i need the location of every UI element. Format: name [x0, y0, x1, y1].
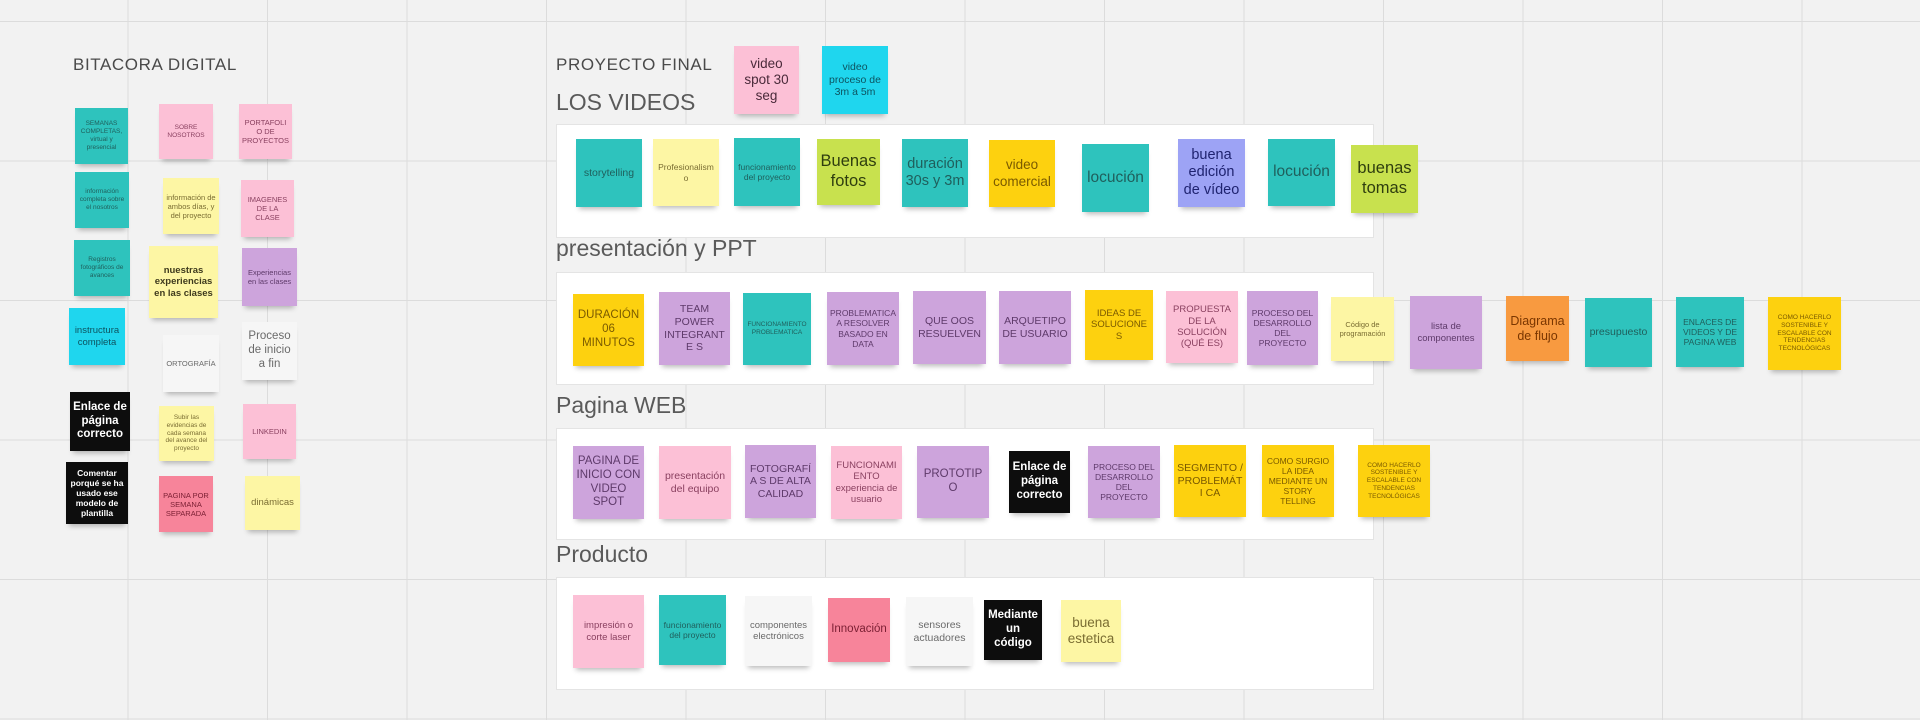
sticky-note[interactable]: PROBLEMATICA A RESOLVER BASADO EN DATA [827, 292, 899, 365]
sticky-note[interactable]: buenas tomas [1351, 145, 1418, 213]
sticky-note[interactable]: FOTOGRAFÍA S DE ALTA CALIDAD [745, 445, 816, 518]
sticky-note[interactable]: locución [1268, 139, 1335, 206]
sticky-note[interactable]: Comentar porqué se ha usado ese modelo d… [66, 462, 128, 524]
sticky-note[interactable]: lista de componentes [1410, 296, 1482, 369]
sticky-note[interactable]: impresión o corte laser [573, 595, 644, 668]
sticky-note[interactable]: PROPUESTA DE LA SOLUCIÓN (QUÉ ES) [1166, 291, 1238, 363]
sticky-note[interactable]: PAGINA DE INICIO CON VIDEO SPOT [573, 446, 644, 519]
sticky-note[interactable]: Código de programación [1331, 297, 1394, 361]
sticky-note[interactable]: PROCESO DEL DESARROLLO DEL PROYECTO [1247, 291, 1318, 365]
ppt-section-title: presentación y PPT [556, 235, 757, 261]
sticky-note[interactable]: video proceso de 3m a 5m [822, 46, 888, 114]
sticky-note[interactable]: Proceso de inicio a fin [242, 322, 297, 380]
sticky-note[interactable]: COMO SURGIO LA IDEA MEDIANTE UN STORY TE… [1262, 445, 1334, 517]
sticky-note[interactable]: SEGMENTO / PROBLEMÁTI CA [1174, 445, 1246, 517]
sticky-note[interactable]: TEAM POWER INTEGRANTE S [659, 292, 730, 365]
sticky-note[interactable]: Innovación [828, 598, 890, 662]
sticky-note[interactable]: Registros fotográficos de avances [74, 240, 130, 296]
sticky-note[interactable]: FUNCIONAMIENTO PROBLEMATICA [743, 293, 811, 365]
sticky-note[interactable]: video comercial [989, 140, 1055, 207]
sticky-note[interactable]: Enlace de página correcto [70, 392, 130, 451]
sticky-note[interactable]: Profesionalismo [653, 139, 719, 206]
sticky-note[interactable]: Experiencias en las clases [242, 248, 297, 306]
sticky-note[interactable]: presupuesto [1585, 298, 1652, 367]
bitacora-title: BITACORA DIGITAL [73, 55, 237, 74]
sticky-note[interactable]: FUNCIONAMI ENTO experiencia de usuario [831, 446, 902, 519]
sticky-note[interactable]: PROTOTIPO [917, 446, 989, 518]
sticky-note[interactable]: componentes electrónicos [745, 596, 812, 666]
sticky-note[interactable]: QUE OOS RESUELVEN [913, 291, 986, 364]
sticky-note[interactable]: sensores actuadores [906, 597, 973, 666]
sticky-note[interactable]: DURACIÓN 06 MINUTOS [573, 294, 644, 366]
sticky-note[interactable]: IDEAS DE SOLUCIONES [1085, 290, 1153, 360]
videos-section-title: LOS VIDEOS [556, 89, 696, 115]
producto-section-title: Producto [556, 541, 649, 567]
sticky-note[interactable]: video spot 30 seg [734, 46, 799, 114]
sticky-note[interactable]: ORTOGRAFÍA [163, 335, 219, 392]
proyecto-title: PROYECTO FINAL [556, 55, 713, 74]
sticky-note[interactable]: LINKEDIN [243, 404, 296, 459]
sticky-note[interactable]: buena edición de vídeo [1178, 139, 1245, 207]
sticky-note[interactable]: PROCESO DEL DESARROLLO DEL PROYECTO [1088, 446, 1160, 518]
sticky-note[interactable]: storytelling [576, 139, 642, 207]
sticky-note[interactable]: funcionamiento del proyecto [659, 595, 726, 665]
sticky-note[interactable]: PAGINA POR SEMANA SEPARADA [159, 476, 213, 532]
sticky-note[interactable]: PORTAFOLIO DE PROYECTOS [239, 104, 292, 159]
sticky-note[interactable]: nuestras experiencias en las clases [149, 246, 218, 318]
sticky-note[interactable]: ENLACES DE VIDEOS Y DE PAGINA WEB [1676, 297, 1744, 367]
web-section-title: Pagina WEB [556, 392, 687, 418]
sticky-note[interactable]: locución [1082, 144, 1149, 212]
sticky-note[interactable]: Subir las evidencias de cada semana del … [159, 406, 214, 461]
sticky-note[interactable]: Mediante un código [984, 600, 1042, 660]
sticky-note[interactable]: información de ambos días, y del proyect… [163, 178, 219, 234]
sticky-note[interactable]: presentación del equipo [659, 446, 731, 519]
sticky-note[interactable]: ARQUETIPO DE USUARIO [999, 291, 1071, 364]
sticky-note[interactable]: SEMANAS COMPLETAS, virtual y presencial [75, 108, 128, 164]
sticky-note[interactable]: información completa sobre el nosotros [75, 172, 129, 228]
sticky-note[interactable]: Enlace de página correcto [1009, 451, 1070, 513]
sticky-note[interactable]: Buenas fotos [817, 139, 880, 205]
sticky-note[interactable]: dinámicas [245, 476, 300, 530]
sticky-note[interactable]: instructura completa [69, 308, 125, 365]
sticky-note[interactable]: funcionamiento del proyecto [734, 138, 800, 206]
sticky-note[interactable]: SOBRE NOSOTROS [159, 104, 213, 159]
sticky-note[interactable]: COMO HACERLO SOSTENIBLE Y ESCALABLE CON … [1768, 297, 1841, 370]
sticky-note[interactable]: COMO HACERLO SOSTENIBLE Y ESCALABLE CON … [1358, 445, 1430, 517]
sticky-note[interactable]: buena estetica [1061, 600, 1121, 662]
sticky-note[interactable]: Diagrama de flujo [1506, 296, 1569, 361]
sticky-note[interactable]: IMAGENES DE LA CLASE [241, 180, 294, 237]
sticky-note[interactable]: duración 30s y 3m [902, 139, 968, 207]
